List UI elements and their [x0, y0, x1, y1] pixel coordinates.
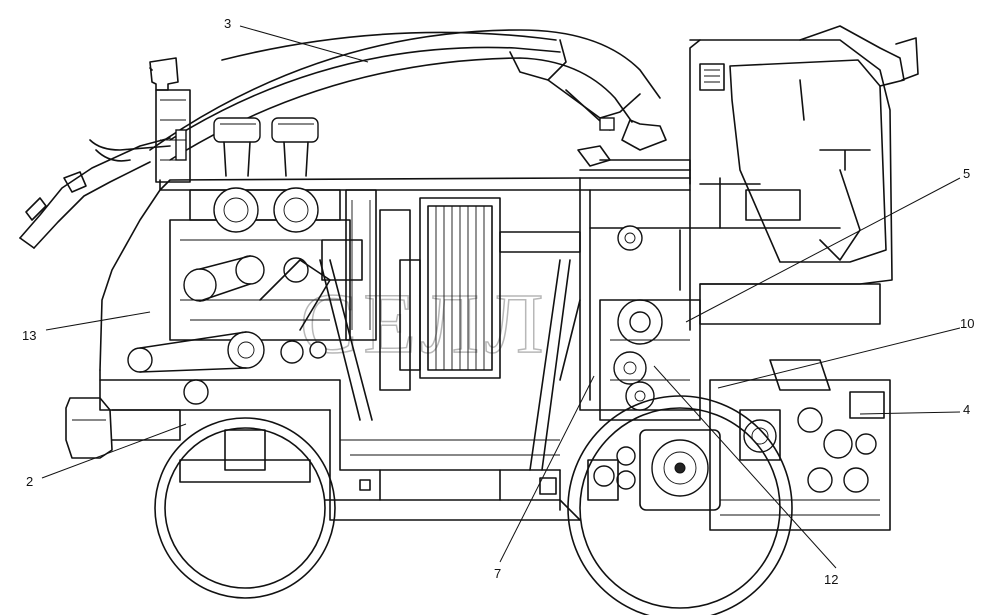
radiator — [379, 197, 581, 391]
engine — [127, 187, 377, 405]
air-filters — [213, 117, 319, 177]
header-assembly — [709, 359, 891, 531]
callout-3: 3 — [224, 16, 369, 63]
callout-4: 4 — [859, 402, 970, 417]
callout-label-5: 5 — [963, 166, 970, 181]
gearbox — [587, 429, 721, 511]
callout-13: 13 — [22, 311, 151, 343]
callout-7: 7 — [494, 375, 595, 581]
exhaust-stack — [149, 57, 191, 183]
front-wheel — [567, 395, 793, 615]
callout-12: 12 — [653, 365, 838, 587]
watermark: СЕЛЛ — [300, 275, 549, 371]
callout-2: 2 — [26, 423, 187, 489]
cab — [577, 25, 919, 331]
callout-label-4: 4 — [963, 402, 970, 417]
discharge-spout — [19, 29, 667, 249]
callout-label-2: 2 — [26, 474, 33, 489]
callout-10: 10 — [717, 316, 974, 389]
main-frame — [99, 177, 701, 521]
fuel-tank — [65, 397, 181, 459]
feeder-assembly — [599, 225, 701, 421]
rear-wheel — [154, 417, 336, 599]
callout-label-3: 3 — [224, 16, 231, 31]
frame-braces — [319, 259, 581, 471]
callout-5: 5 — [685, 166, 970, 323]
callout-label-13: 13 — [22, 328, 36, 343]
callout-label-12: 12 — [824, 572, 838, 587]
callout-label-10: 10 — [960, 316, 974, 331]
callout-label-7: 7 — [494, 566, 501, 581]
